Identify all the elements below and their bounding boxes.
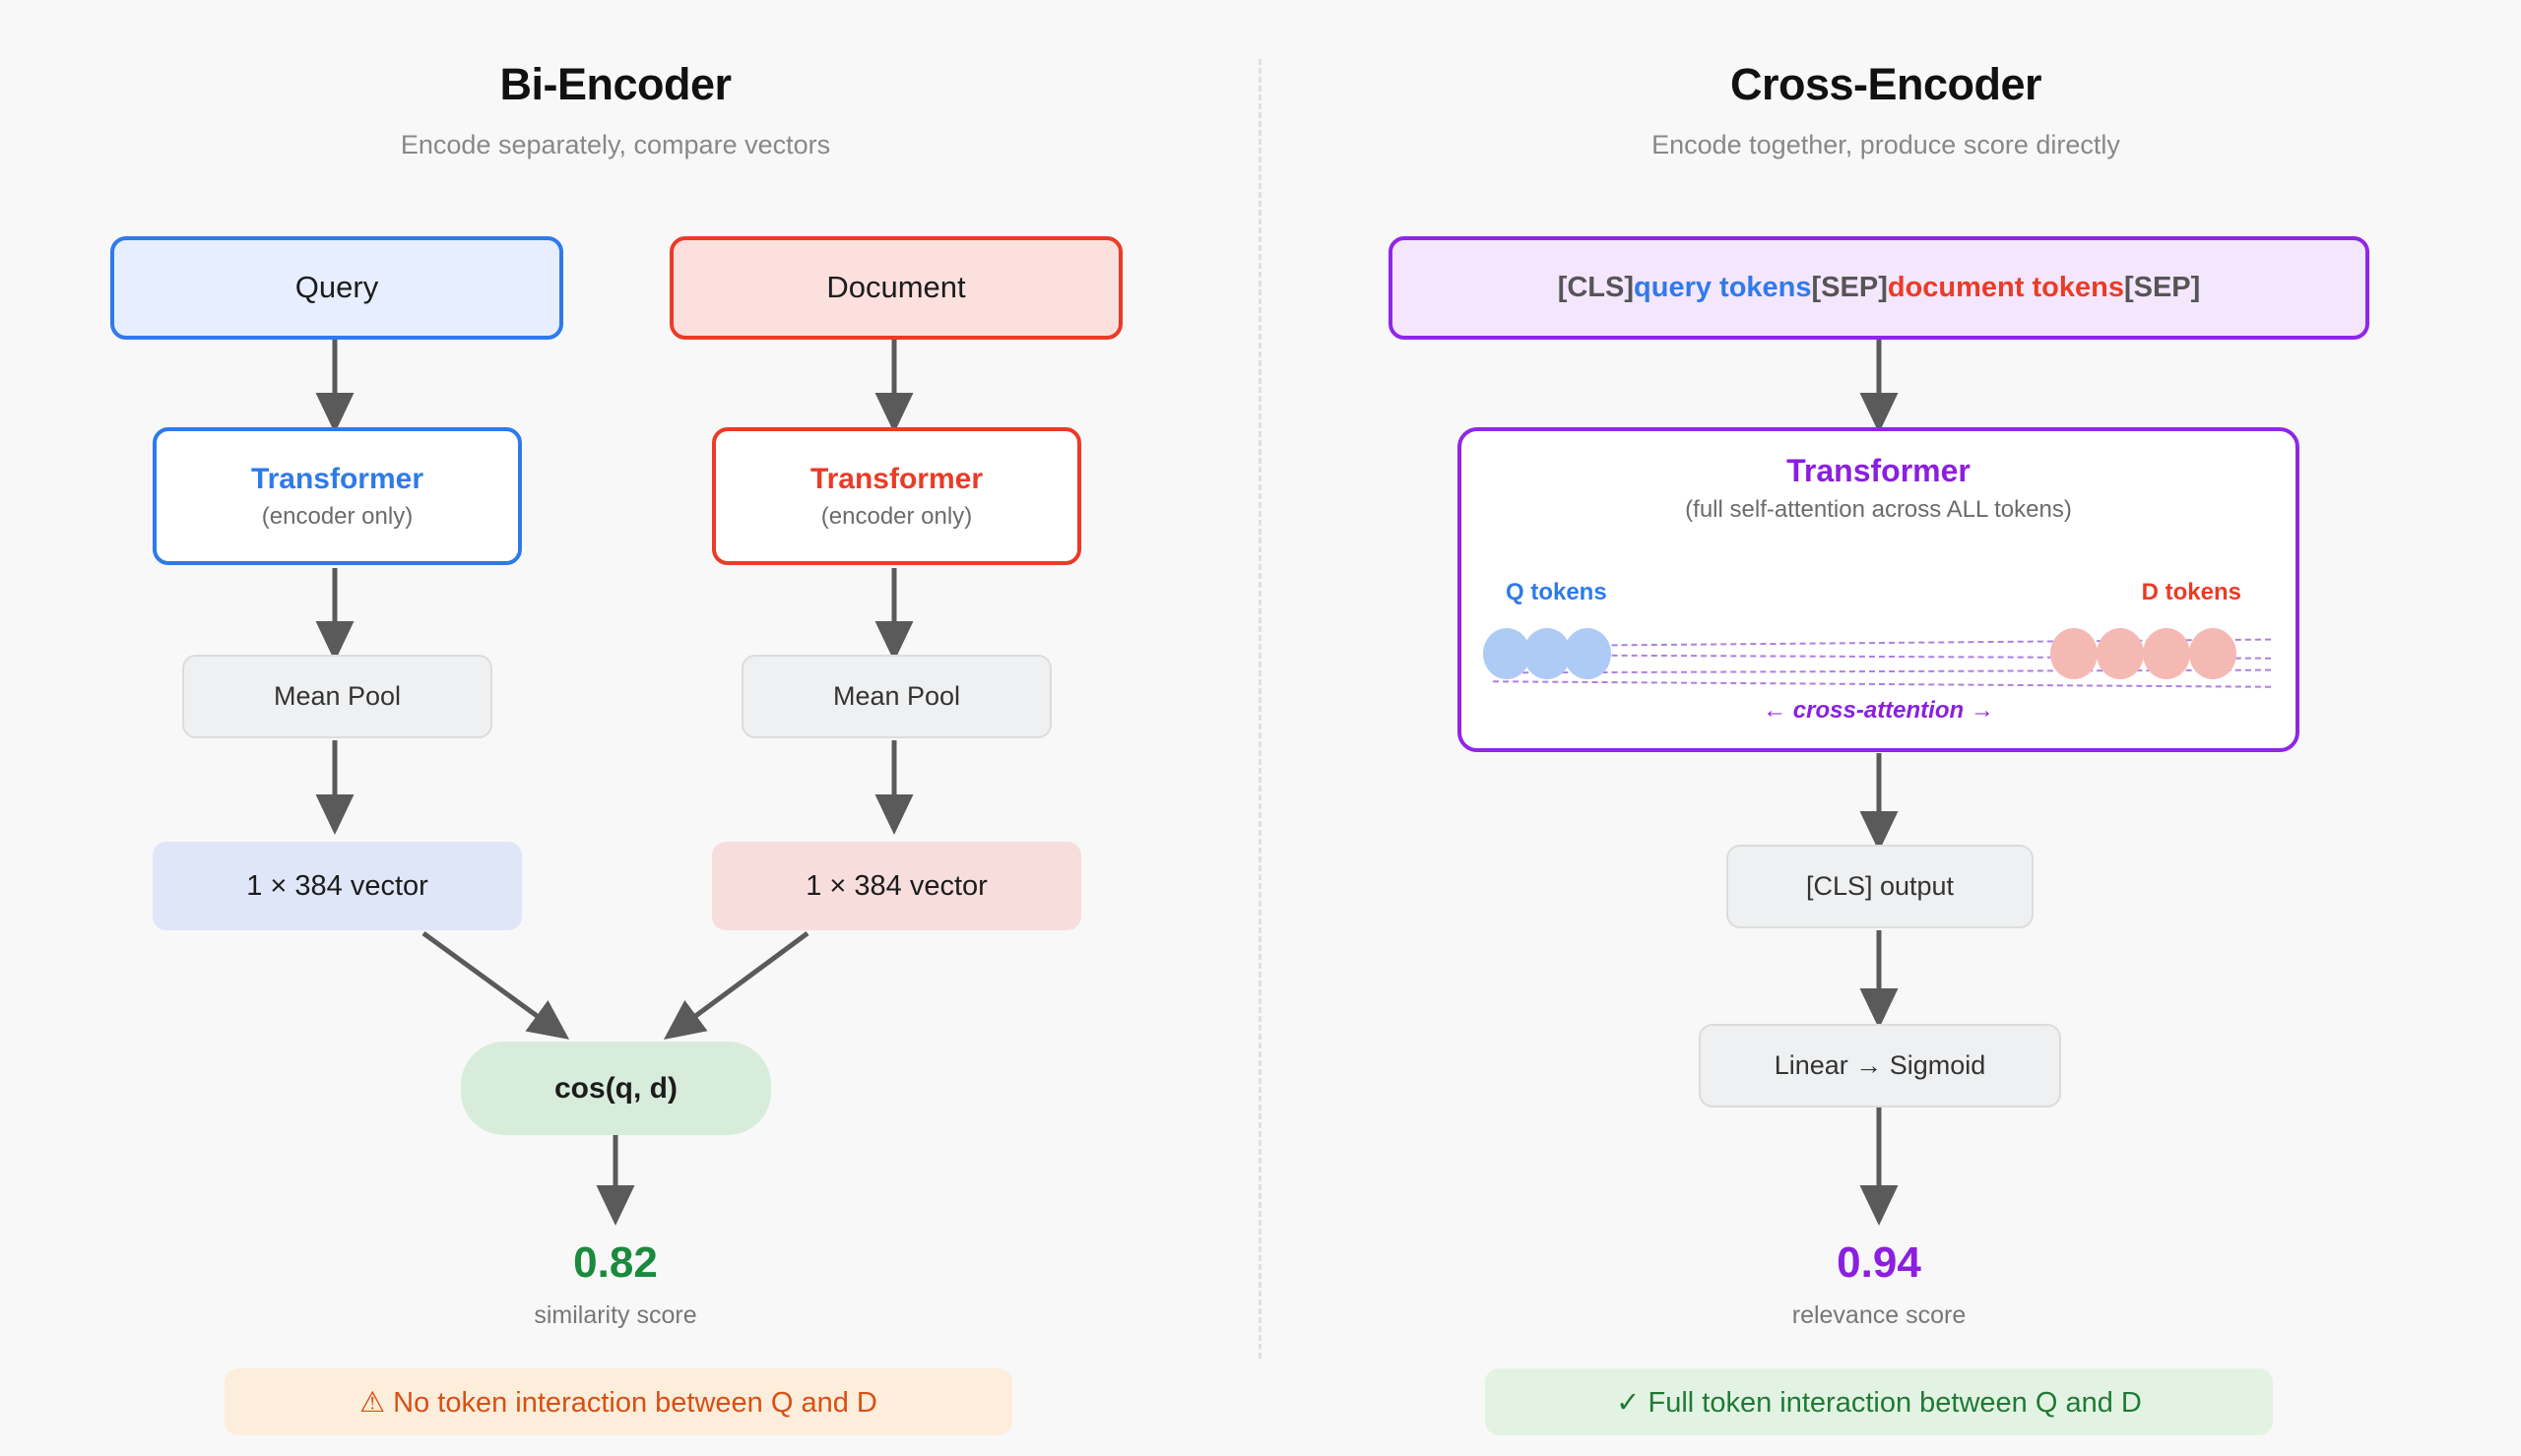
- q-token-circle: [1483, 628, 1530, 679]
- panel-divider: [1259, 59, 1261, 1359]
- vector-document-label: 1 × 384 vector: [806, 869, 988, 902]
- node-cls-output[interactable]: [CLS] output: [1726, 845, 2034, 928]
- cross-attention-label: ← cross-attention →: [1763, 697, 1994, 724]
- cross-attention-line: [1493, 680, 2271, 688]
- relevance-score-caption: relevance score: [1791, 1301, 1967, 1329]
- vector-query-label: 1 × 384 vector: [246, 869, 428, 902]
- d-token-circle: [2097, 628, 2144, 679]
- subtitle-cross-encoder: Encode together, produce score directly: [1651, 130, 2120, 159]
- footer-note-full-interaction: ✓ Full token interaction between Q and D: [1485, 1368, 2273, 1435]
- node-query[interactable]: Query: [110, 236, 563, 340]
- transformer-cross-title: Transformer: [1786, 453, 1971, 488]
- subtitle-bi-encoder: Encode separately, compare vectors: [400, 130, 831, 159]
- transformer-cross-header: Transformer (full self-attention across …: [1461, 453, 2295, 524]
- node-document[interactable]: Document: [670, 236, 1123, 340]
- node-vector-document[interactable]: 1 × 384 vector: [712, 842, 1081, 930]
- transformer-document-subtitle: (encoder only): [820, 502, 973, 530]
- mean-pool-document-label: Mean Pool: [832, 681, 961, 712]
- page-title-cross-encoder: Cross-Encoder: [1729, 59, 2042, 109]
- cosine-similarity-label: cos(q, d): [554, 1071, 678, 1105]
- cls-output-label: [CLS] output: [1805, 871, 1955, 902]
- mean-pool-query-label: Mean Pool: [273, 681, 402, 712]
- node-document-label: Document: [826, 270, 966, 305]
- node-transformer-query[interactable]: Transformer (encoder only): [153, 427, 522, 565]
- transformer-document-title: Transformer: [809, 462, 984, 495]
- page-title-bi-encoder: Bi-Encoder: [499, 59, 732, 109]
- transformer-cross-subtitle: (full self-attention across ALL tokens): [1685, 496, 2072, 523]
- token-sep-mid: [SEP]: [1811, 272, 1888, 303]
- node-query-label: Query: [294, 270, 379, 305]
- node-input-sequence[interactable]: [CLS]query tokens[SEP]document tokens[SE…: [1389, 236, 2369, 340]
- footer-note-no-interaction: ⚠ No token interaction between Q and D: [225, 1368, 1012, 1435]
- node-mean-pool-document[interactable]: Mean Pool: [742, 655, 1052, 738]
- q-tokens-label: Q tokens: [1506, 579, 1607, 605]
- node-transformer-cross[interactable]: Transformer (full self-attention across …: [1457, 427, 2299, 752]
- relevance-score-value: 0.94: [1837, 1238, 1921, 1287]
- token-cls-open: [CLS]: [1557, 272, 1635, 303]
- token-query-tokens: query tokens: [1634, 272, 1812, 303]
- node-cosine-similarity[interactable]: cos(q, d): [461, 1042, 771, 1135]
- d-tokens-label: D tokens: [2141, 579, 2241, 605]
- d-token-circle: [2189, 628, 2236, 679]
- node-vector-query[interactable]: 1 × 384 vector: [153, 842, 522, 930]
- q-token-circle: [1523, 628, 1571, 679]
- node-transformer-document[interactable]: Transformer (encoder only): [712, 427, 1081, 565]
- linear-sigmoid-label: Linear → Sigmoid: [1774, 1050, 1986, 1081]
- d-token-circle: [2050, 628, 2098, 679]
- transformer-query-title: Transformer: [250, 462, 424, 495]
- similarity-score-value: 0.82: [573, 1238, 658, 1287]
- node-mean-pool-query[interactable]: Mean Pool: [182, 655, 492, 738]
- token-document-tokens: document tokens: [1887, 272, 2124, 303]
- token-sep-end: [SEP]: [2123, 272, 2201, 303]
- similarity-score-caption: similarity score: [534, 1301, 697, 1329]
- d-token-circle: [2143, 628, 2190, 679]
- node-linear-sigmoid[interactable]: Linear → Sigmoid: [1699, 1024, 2061, 1108]
- transformer-query-subtitle: (encoder only): [261, 502, 414, 530]
- q-token-circle: [1564, 628, 1611, 679]
